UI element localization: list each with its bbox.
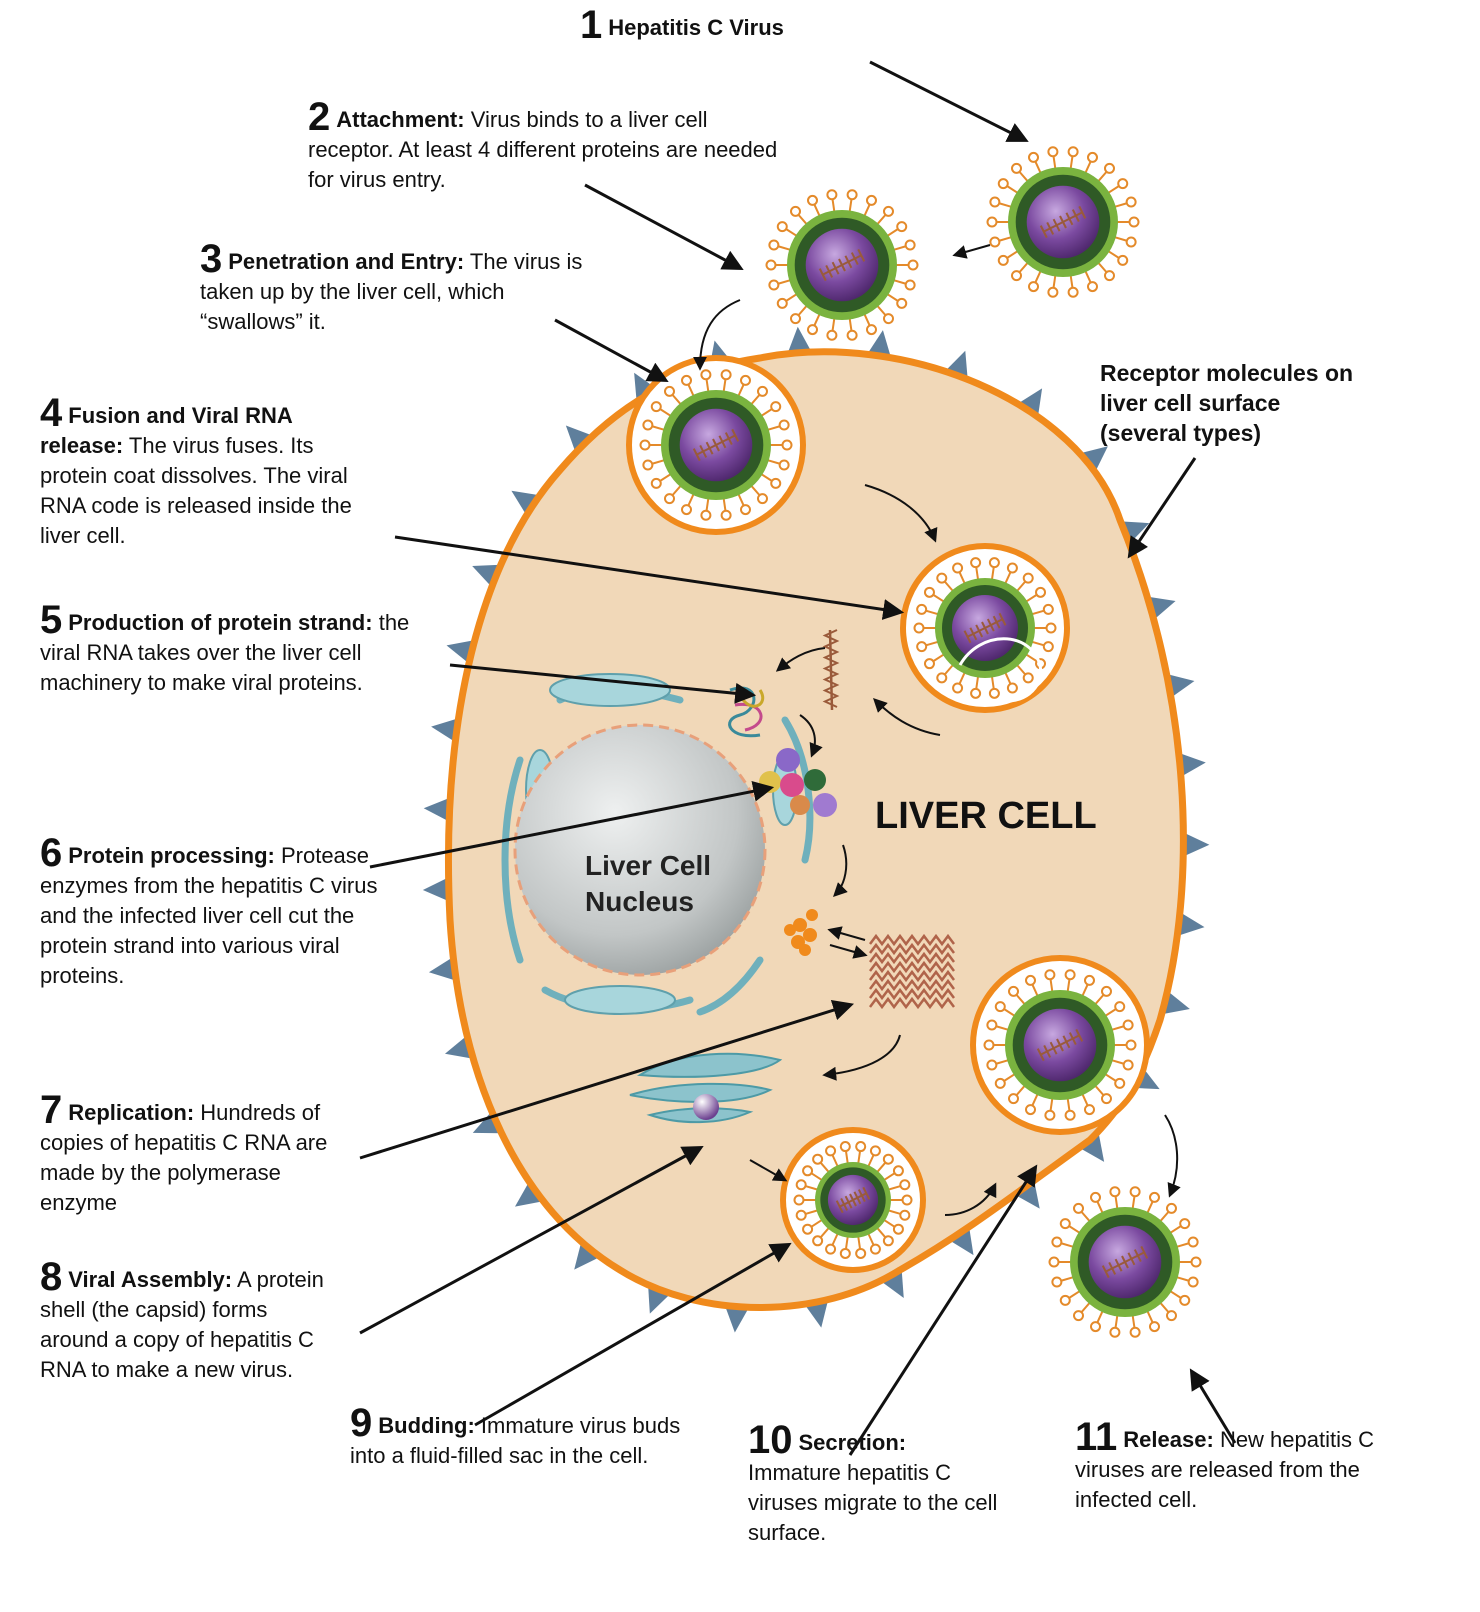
step-title: Protein processing: xyxy=(68,843,275,868)
replicated-rna xyxy=(869,933,955,1010)
step-text: A protein shell (the capsid) forms aroun… xyxy=(40,1267,324,1382)
process-arrows xyxy=(693,244,1181,1216)
step-text: Immature hepatitis C viruses migrate to … xyxy=(748,1460,998,1545)
step-title: Budding: xyxy=(378,1413,475,1438)
step-text: Virus binds to a liver cell receptor. At… xyxy=(308,107,778,192)
receptor-spike xyxy=(514,1181,544,1207)
step-title: Fusion and Viral RNA release: xyxy=(40,403,292,458)
receptor-spikes xyxy=(422,326,1210,1333)
pointer-lines xyxy=(359,60,1237,1456)
receptor-spike xyxy=(422,877,450,902)
virus xyxy=(900,543,1070,713)
liver-cell-label: LIVER CELL xyxy=(875,795,1097,837)
step-title: Production of protein strand: xyxy=(68,610,373,635)
step-number: 9 xyxy=(350,1401,373,1445)
step-text: Hundreds of copies of hepatitis C RNA ar… xyxy=(40,1100,328,1215)
receptor-spike xyxy=(949,1226,974,1256)
receptor-spike xyxy=(472,1111,502,1134)
step-number: 1 xyxy=(580,3,603,47)
virus xyxy=(986,146,1140,298)
step-number: 3 xyxy=(200,237,223,281)
virus-particles xyxy=(626,146,1202,1338)
step-number: 5 xyxy=(40,598,63,642)
step-text: Protease enzymes from the hepatitis C vi… xyxy=(40,843,378,988)
step-number: 10 xyxy=(748,1418,793,1462)
step-number: 8 xyxy=(40,1255,63,1299)
receptor-spike xyxy=(1183,832,1210,857)
receptor-spike xyxy=(428,956,457,981)
receptor-spike xyxy=(1017,388,1043,417)
receptor-label: Receptor molecules on liver cell surface… xyxy=(1100,360,1354,446)
receptor-spike xyxy=(565,425,593,453)
step-text: Immature virus buds into a fluid-filled … xyxy=(350,1413,681,1468)
receptor-spike xyxy=(1177,912,1205,937)
virus xyxy=(626,355,806,535)
viral-rna-strand xyxy=(822,629,840,711)
step-title: Hepatitis C Virus xyxy=(608,15,784,40)
receptor-spike xyxy=(724,1305,749,1333)
step-title: Viral Assembly: xyxy=(68,1267,233,1292)
receptor-spike xyxy=(1080,446,1108,472)
viral-proteins xyxy=(759,748,837,817)
receptor-spike xyxy=(787,326,812,354)
virus xyxy=(765,189,919,341)
receptor-spike xyxy=(431,718,459,742)
receptor-spike xyxy=(1079,1133,1105,1162)
step-title: Secretion: xyxy=(798,1430,907,1455)
receptor-spike xyxy=(634,372,658,402)
step-text: The virus is taken up by the liver cell,… xyxy=(200,249,583,334)
step-number: 6 xyxy=(40,831,63,875)
step-text: New hepatitis C viruses are released fro… xyxy=(1075,1427,1375,1512)
step-number: 11 xyxy=(1075,1415,1118,1459)
virus xyxy=(1048,1186,1202,1338)
protein-clump xyxy=(784,909,818,956)
step-text: The virus fuses. Its protein coat dissol… xyxy=(40,433,352,548)
receptor-spike xyxy=(574,1241,600,1270)
step-number: 7 xyxy=(40,1088,63,1132)
receptor-spike xyxy=(423,797,451,822)
virus xyxy=(780,1127,926,1273)
step-title: Release: xyxy=(1123,1427,1214,1452)
receptor-spike xyxy=(1178,752,1206,777)
step-number: 4 xyxy=(40,391,63,435)
nucleus xyxy=(513,723,767,977)
step-title: Attachment: xyxy=(336,107,465,132)
step-text: the viral RNA takes over the liver cell … xyxy=(40,610,410,695)
step-title: Replication: xyxy=(68,1100,195,1125)
receptor-spike xyxy=(511,490,540,516)
nucleus-label: Liver Cell Nucleus xyxy=(585,850,712,917)
step-number: 2 xyxy=(308,95,331,139)
assembled-capsid xyxy=(693,1094,719,1120)
receptor-spike xyxy=(867,330,891,358)
receptor-spike xyxy=(804,1299,829,1328)
step-title: Penetration and Entry: xyxy=(228,249,465,274)
receptor-spike xyxy=(880,1269,904,1298)
virus xyxy=(970,955,1150,1135)
